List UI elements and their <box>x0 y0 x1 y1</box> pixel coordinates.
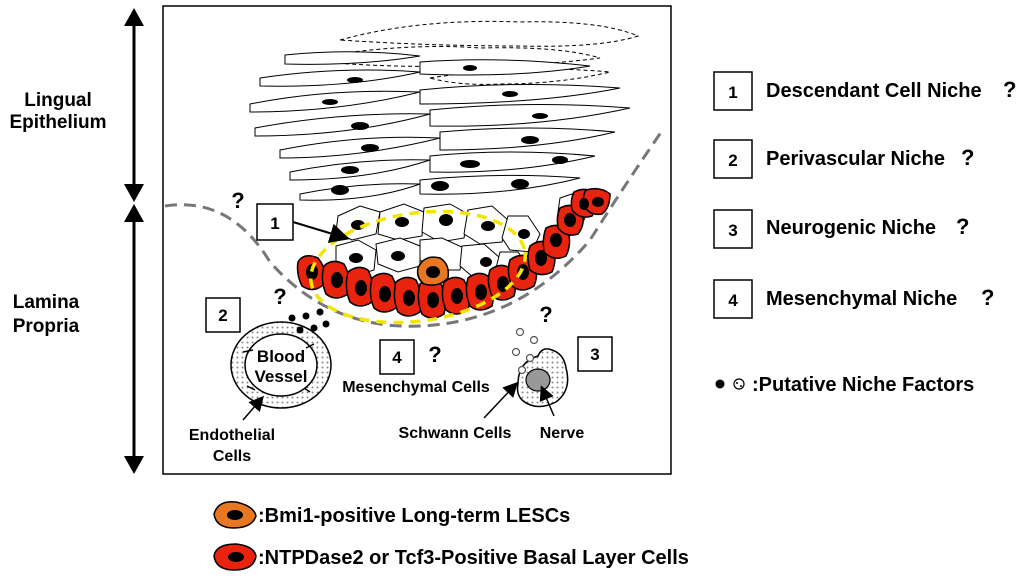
svg-text:2: 2 <box>218 306 227 325</box>
dotted-factor-icon <box>733 378 745 390</box>
endothelial-arrow <box>242 395 264 421</box>
epithelium-label-line2: Epithelium <box>9 112 106 133</box>
svg-text:4: 4 <box>728 291 738 310</box>
endothelial-label-line1: Endothelial <box>189 427 275 444</box>
solid-factor-icon <box>715 379 725 389</box>
svg-text::Putative Niche Factors: :Putative Niche Factors <box>752 374 974 396</box>
svg-text:?: ? <box>961 145 974 170</box>
svg-text:3: 3 <box>728 221 737 240</box>
svg-text:2: 2 <box>728 151 737 170</box>
epithelium-label-line1: Lingual <box>24 90 92 111</box>
niche-factors-legend: :Putative Niche Factors <box>715 374 974 396</box>
niche-box-1: 1 <box>256 203 294 241</box>
niche-list-item-4: 4 Mesenchymal Niche ? <box>713 279 994 319</box>
squamous-cell-layers <box>249 51 631 201</box>
legend-basal: :NTPDase2 or Tcf3-Positive Basal Layer C… <box>213 543 689 571</box>
svg-text:Mesenchymal Niche: Mesenchymal Niche <box>766 288 957 310</box>
svg-text:?: ? <box>1003 77 1016 102</box>
mesenchymal-cells-label: Mesenchymal Cells <box>342 379 490 396</box>
svg-text:4: 4 <box>392 348 402 367</box>
svg-text:?: ? <box>956 214 969 239</box>
blood-vessel <box>230 321 332 409</box>
niche-list-item-1: 1 Descendant Cell Niche ? <box>713 71 1016 111</box>
niche-3-question: ? <box>539 302 552 327</box>
lamina-propria-label-line2: Propria <box>13 316 80 337</box>
niche-4-question: ? <box>428 342 441 367</box>
bmi1-stem-cell <box>416 256 450 286</box>
niche-1-arrow <box>292 221 350 243</box>
svg-text:1: 1 <box>270 214 279 233</box>
niche-list-item-2: 2 Perivascular Niche ? <box>713 139 974 179</box>
svg-text:Perivascular Niche: Perivascular Niche <box>766 148 945 170</box>
nerve-arrow <box>539 385 555 417</box>
svg-text::Bmi1-positive Long-term LESCs: :Bmi1-positive Long-term LESCs <box>258 505 570 527</box>
svg-text:3: 3 <box>590 345 599 364</box>
blood-vessel-label-line2: Vessel <box>255 367 308 386</box>
svg-text:?: ? <box>981 285 994 310</box>
perivascular-factor-dots <box>288 308 330 334</box>
niche-2-question: ? <box>273 284 286 309</box>
squamous-nuclei <box>322 65 568 195</box>
epithelium-extent-arrow <box>124 8 144 202</box>
niche-1-question: ? <box>231 188 244 213</box>
endothelial-label-line2: Cells <box>213 448 251 465</box>
basement-membrane-line <box>164 127 666 328</box>
niche-box-3: 3 <box>577 336 613 372</box>
lamina-propria-extent-arrow <box>124 204 144 474</box>
schwann-arrow <box>483 381 519 419</box>
svg-text:Neurogenic Niche: Neurogenic Niche <box>766 217 936 239</box>
neurogenic-factor-dots <box>511 327 539 375</box>
blood-vessel-label-line1: Blood <box>257 347 305 366</box>
svg-text:Descendant Cell Niche: Descendant Cell Niche <box>766 80 982 102</box>
nerve-label: Nerve <box>540 425 585 442</box>
legend-bmi1: :Bmi1-positive Long-term LESCs <box>213 501 570 529</box>
niche-box-4: 4 <box>379 339 415 375</box>
svg-text:1: 1 <box>728 83 737 102</box>
niche-list-item-3: 3 Neurogenic Niche ? <box>713 209 969 249</box>
svg-text::NTPDase2 or Tcf3-Positive Bas: :NTPDase2 or Tcf3-Positive Basal Layer C… <box>258 547 689 569</box>
schwann-cells-label: Schwann Cells <box>399 425 512 442</box>
descendant-niche-outline <box>309 209 527 325</box>
figure-frame <box>162 5 672 475</box>
lamina-propria-label-line1: Lamina <box>13 292 80 313</box>
niche-box-2: 2 <box>205 297 241 333</box>
